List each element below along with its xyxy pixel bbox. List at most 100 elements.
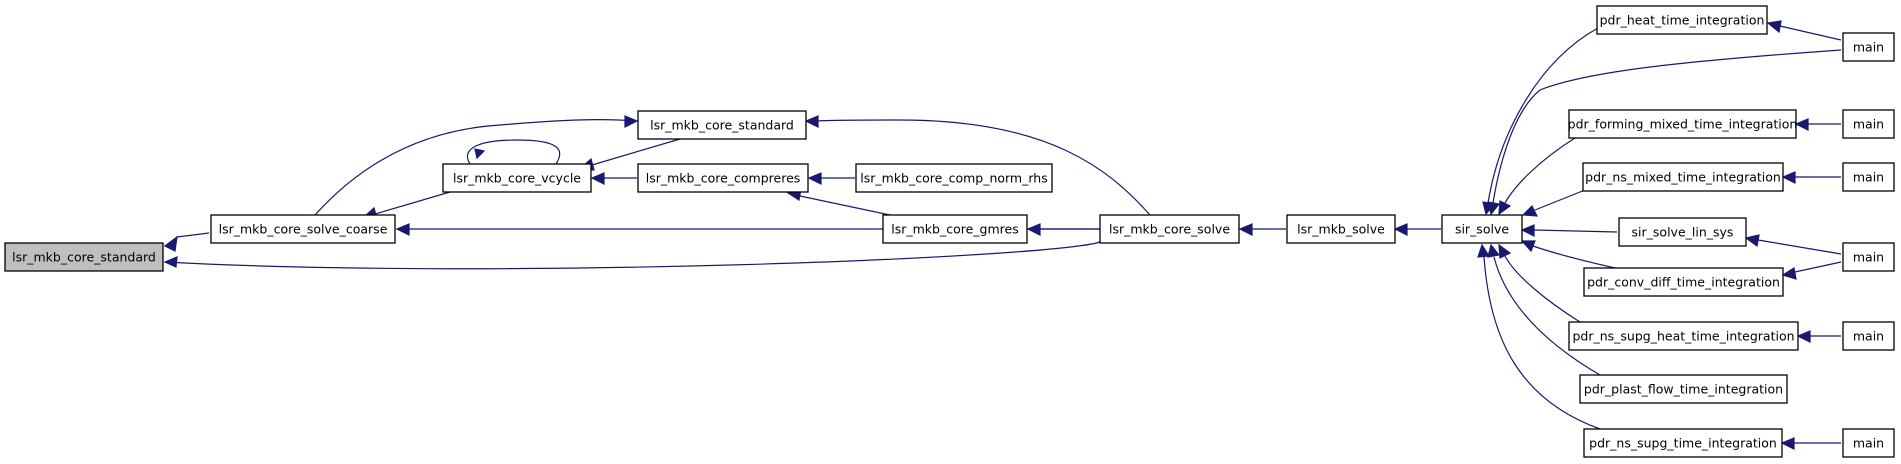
e-main6-supg-arrowhead bbox=[1780, 437, 1795, 450]
node-sir-solve[interactable]: sir_solve bbox=[1441, 214, 1523, 244]
e-mkb_solve-core_solve bbox=[1238, 223, 1286, 236]
e-main4-lin_sys bbox=[1744, 234, 1842, 255]
e-main1-sir_solve bbox=[1487, 49, 1842, 216]
e-comp_norm-compreres-arrowhead bbox=[807, 172, 822, 185]
e-core_solve-std_root-arrowhead bbox=[163, 256, 178, 268]
node-box bbox=[1568, 109, 1797, 139]
node-main6[interactable]: main bbox=[1842, 428, 1895, 458]
e-vcycle-self-line bbox=[467, 139, 561, 165]
node-std2[interactable]: lsr_mkb_core_standard bbox=[637, 110, 807, 140]
node-conv[interactable]: pdr_conv_diff_time_integration bbox=[1583, 267, 1784, 297]
node-box bbox=[1579, 374, 1788, 404]
node-box bbox=[1583, 267, 1784, 297]
e-supg-sir_solve-arrowhead bbox=[1477, 243, 1491, 258]
node-label: pdr_ns_supg_time_integration bbox=[1589, 436, 1777, 451]
node-label: lsr_mkb_solve bbox=[1297, 222, 1385, 237]
node-core-solve[interactable]: lsr_mkb_core_solve bbox=[1099, 214, 1240, 244]
node-box bbox=[1099, 214, 1240, 244]
node-box bbox=[1842, 428, 1895, 458]
node-box bbox=[1441, 214, 1523, 244]
node-box bbox=[1842, 242, 1895, 272]
e-solve_coarse-std_root bbox=[163, 232, 210, 252]
node-vcycle[interactable]: lsr_mkb_core_vcycle bbox=[442, 163, 592, 193]
e-conv-sir_solve-line bbox=[1532, 245, 1616, 269]
e-main1-heat bbox=[1766, 20, 1842, 41]
e-supg-sir_solve bbox=[1477, 243, 1601, 430]
e-mkb_solve-core_solve-arrowhead bbox=[1238, 223, 1253, 236]
e-solve_coarse-std_root-line bbox=[176, 232, 210, 238]
e-supg_heat-sir_solve-line bbox=[1504, 255, 1581, 323]
node-compreres[interactable]: lsr_mkb_core_compreres bbox=[637, 163, 809, 193]
node-label: lsr_mkb_core_standard bbox=[650, 118, 794, 133]
node-box bbox=[1583, 428, 1783, 458]
e-plast-sir_solve-line bbox=[1493, 256, 1601, 376]
node-box bbox=[1842, 109, 1895, 139]
node-label: pdr_heat_time_integration bbox=[1600, 13, 1765, 28]
e-sir_solve-mkb_solve-arrowhead bbox=[1393, 223, 1408, 236]
node-label: pdr_plast_flow_time_integration bbox=[1584, 382, 1783, 397]
e-core_solve-std2-line bbox=[817, 119, 1151, 216]
e-lin_sys-sir_solve-line bbox=[1533, 229, 1618, 233]
node-label: pdr_ns_supg_heat_time_integration bbox=[1572, 329, 1794, 344]
e-ns_mixed-sir_solve bbox=[1521, 187, 1591, 217]
node-box bbox=[1582, 162, 1784, 192]
node-lin-sys[interactable]: sir_solve_lin_sys bbox=[1618, 217, 1747, 247]
node-heat[interactable]: pdr_heat_time_integration bbox=[1596, 5, 1768, 35]
node-main5[interactable]: main bbox=[1842, 321, 1895, 351]
e-comp_norm-compreres bbox=[807, 172, 855, 185]
e-main4-conv bbox=[1781, 261, 1842, 280]
node-label: sir_solve_lin_sys bbox=[1632, 225, 1734, 240]
node-box bbox=[1596, 5, 1768, 35]
e-main4-lin_sys-arrowhead bbox=[1744, 234, 1760, 248]
node-box bbox=[442, 163, 592, 193]
e-forming-sir_solve bbox=[1498, 137, 1576, 216]
e-gmres-compreres bbox=[786, 188, 891, 216]
node-forming[interactable]: pdr_forming_mixed_time_integration bbox=[1568, 109, 1798, 139]
node-label: main bbox=[1853, 170, 1884, 185]
node-box bbox=[4, 242, 164, 272]
node-main1[interactable]: main bbox=[1842, 32, 1895, 62]
node-label: pdr_ns_mixed_time_integration bbox=[1585, 170, 1781, 185]
e-main4-conv-arrowhead bbox=[1781, 267, 1797, 280]
node-comp-norm[interactable]: lsr_mkb_core_comp_norm_rhs bbox=[855, 163, 1053, 193]
e-main3-ns_mixed bbox=[1781, 171, 1841, 184]
e-ns_mixed-sir_solve-line bbox=[1534, 187, 1591, 211]
e-compreres-vcycle bbox=[590, 172, 637, 185]
e-main5-supg_heat bbox=[1796, 330, 1841, 343]
e-std2-solve_coarse-line bbox=[314, 118, 638, 216]
node-box bbox=[882, 214, 1028, 244]
e-plast-sir_solve bbox=[1487, 243, 1601, 376]
node-std-root[interactable]: lsr_mkb_core_standard bbox=[4, 242, 164, 272]
node-supg[interactable]: pdr_ns_supg_time_integration bbox=[1583, 428, 1783, 458]
e-std2-solve_coarse bbox=[314, 115, 639, 216]
node-box bbox=[1842, 32, 1895, 62]
node-ns-mixed[interactable]: pdr_ns_mixed_time_integration bbox=[1582, 162, 1784, 192]
e-main4-conv-line bbox=[1794, 261, 1842, 273]
e-main1-heat-line bbox=[1779, 25, 1842, 41]
node-box bbox=[1568, 321, 1799, 351]
node-label: main bbox=[1853, 329, 1884, 344]
node-main3[interactable]: main bbox=[1842, 162, 1895, 192]
node-mkb-solve[interactable]: lsr_mkb_solve bbox=[1286, 214, 1396, 244]
node-gmres[interactable]: lsr_mkb_core_gmres bbox=[882, 214, 1028, 244]
node-solve-coarse[interactable]: lsr_mkb_core_solve_coarse bbox=[210, 214, 396, 244]
node-main4[interactable]: main bbox=[1842, 242, 1895, 272]
e-conv-sir_solve-arrowhead bbox=[1520, 240, 1536, 253]
e-main3-ns_mixed-arrowhead bbox=[1781, 171, 1796, 184]
node-label: pdr_forming_mixed_time_integration bbox=[1568, 117, 1798, 132]
node-label: lsr_mkb_core_compreres bbox=[646, 171, 801, 186]
node-label: lsr_mkb_core_solve_coarse bbox=[219, 222, 388, 237]
node-label: main bbox=[1853, 250, 1884, 265]
e-vcycle-self bbox=[467, 139, 561, 165]
node-plast[interactable]: pdr_plast_flow_time_integration bbox=[1579, 374, 1788, 404]
e-lin_sys-sir_solve bbox=[1520, 224, 1618, 237]
node-label: lsr_mkb_core_comp_norm_rhs bbox=[860, 171, 1047, 186]
e-core_solve-std2 bbox=[804, 115, 1151, 216]
node-main2[interactable]: main bbox=[1842, 109, 1895, 139]
node-supg-heat[interactable]: pdr_ns_supg_heat_time_integration bbox=[1568, 321, 1799, 351]
e-plast-sir_solve-arrowhead bbox=[1487, 243, 1501, 258]
e-sir_solve-mkb_solve bbox=[1393, 223, 1441, 236]
node-box bbox=[637, 110, 807, 140]
e-main2-forming bbox=[1794, 118, 1841, 131]
